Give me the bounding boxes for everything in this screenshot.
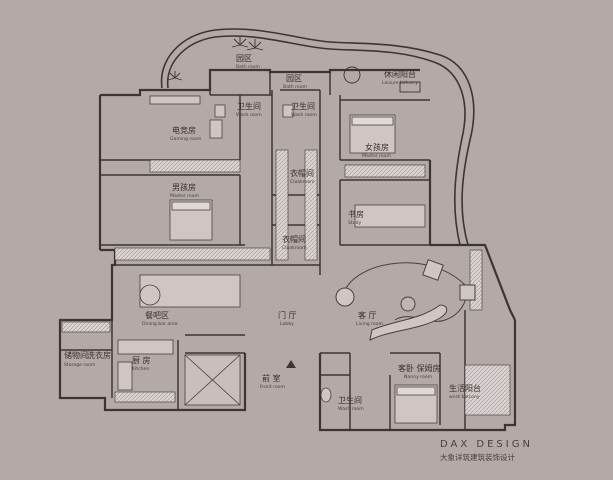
interior-walls xyxy=(60,70,466,430)
garden-balcony-outline xyxy=(160,28,475,246)
room-label-laundry: 洗衣房 xyxy=(87,350,111,360)
room-labels: 园区 Bath room 园区 Bath room 休闲阳台 Leisure b… xyxy=(64,54,481,412)
room-label-bath3-en: Wash room xyxy=(338,406,364,412)
room-label-garden2: 园区 xyxy=(286,74,302,83)
room-label-leisure-en: Leisure balcony xyxy=(382,80,418,86)
brand-subtitle: 大象详筑建筑装饰设计 xyxy=(440,453,515,462)
brand-name: DAX DESIGN xyxy=(440,439,533,450)
room-label-gaming-en: Gaming room xyxy=(170,136,202,142)
room-label-garden-en: Bath room xyxy=(236,64,261,70)
room-label-study-en: Study xyxy=(348,220,362,226)
room-label-guest-en: Nanny room xyxy=(404,374,433,380)
room-label-closet2-en: Cloakroom xyxy=(282,245,307,251)
room-label-guest: 客卧 保姆房 xyxy=(398,363,441,373)
room-label-garden: 园区 xyxy=(236,54,252,63)
room-label-bath1-en: Wash room xyxy=(236,112,262,118)
room-label-work: 生活阳台 xyxy=(449,383,481,393)
room-label-kitchen-en: Kitchen xyxy=(132,366,149,372)
balcony-plants xyxy=(167,36,421,93)
room-label-son-en: Master room xyxy=(170,193,200,199)
room-label-closet2: 衣帽间 xyxy=(282,234,306,244)
room-label-study: 书房 xyxy=(348,209,364,219)
room-label-daughter-en: Master room xyxy=(362,153,392,159)
entrance-marker xyxy=(286,360,296,368)
room-label-lobby-en: Lobby xyxy=(280,321,294,327)
room-label-garden2-en: Bath room xyxy=(283,84,308,90)
room-label-bath2-en: Wash room xyxy=(291,112,317,118)
room-label-son: 男孩房 xyxy=(172,182,196,192)
room-label-lobby: 门 厅 xyxy=(278,310,297,320)
room-label-dining: 餐吧区 xyxy=(145,311,169,320)
room-label-dining-en: Dining bar area xyxy=(142,321,178,327)
room-label-bath1: 卫生间 xyxy=(237,101,261,111)
room-label-front: 前 室 xyxy=(262,373,281,383)
room-label-living: 客 厅 xyxy=(358,310,377,320)
room-label-bath3: 卫生间 xyxy=(338,395,362,405)
furniture xyxy=(117,95,438,424)
room-label-leisure: 休闲阳台 xyxy=(384,69,416,79)
room-label-gaming: 电竞房 xyxy=(172,125,196,135)
room-label-storage: 储物间 xyxy=(64,350,88,360)
room-label-front-en: Front room xyxy=(260,384,285,390)
room-label-closet1-en: Cloakroom xyxy=(290,179,315,185)
room-label-closet1: 衣帽间 xyxy=(290,168,314,178)
room-label-living-en: Living room xyxy=(356,321,384,327)
room-label-kitchen: 厨 房 xyxy=(132,355,151,365)
room-label-daughter: 女孩房 xyxy=(365,142,389,152)
room-label-storage-en: Storage room xyxy=(64,362,96,368)
room-label-work-en: work balcony xyxy=(449,394,480,400)
living-room-sofa xyxy=(335,259,476,341)
built-in-cabinets xyxy=(61,149,511,416)
room-label-bath2: 卫生间 xyxy=(291,101,315,111)
